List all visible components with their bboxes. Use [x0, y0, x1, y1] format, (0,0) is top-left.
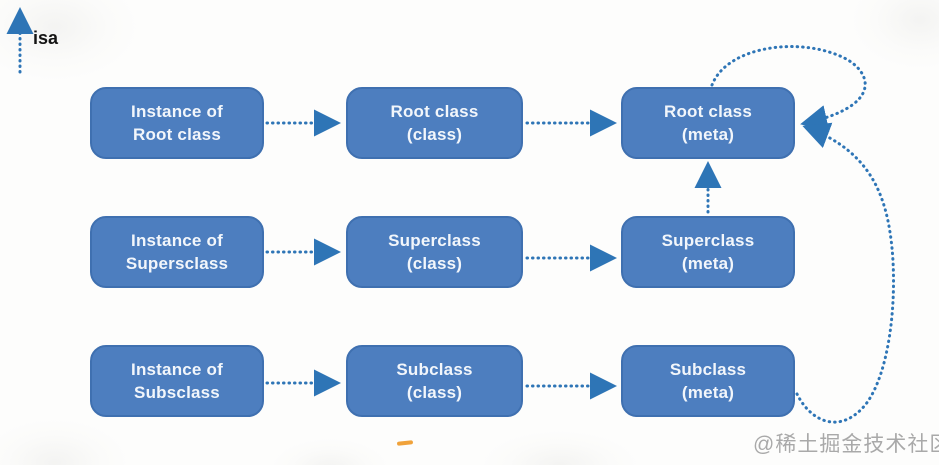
- ghost-watermark-blob: [270, 438, 390, 465]
- node-instance-of-root-class: Instance of Root class: [90, 87, 264, 159]
- node-label-line1: Instance of: [131, 102, 223, 121]
- ghost-watermark-blob: [0, 0, 140, 82]
- node-instance-of-superclass: Instance of Supersclass: [90, 216, 264, 288]
- node-label-line1: Superclass: [661, 231, 755, 250]
- node-label-line2: Root class: [133, 125, 221, 144]
- isa-curve-sub-meta-to-root-meta: [795, 122, 895, 424]
- ghost-watermark-blob: [0, 418, 130, 465]
- ghost-watermark-blob: [850, 0, 939, 70]
- node-label-line1: Subclass: [396, 360, 473, 379]
- node-label-line1: Root class: [664, 102, 752, 121]
- node-label-line1: Subclass: [669, 360, 747, 379]
- node-superclass-meta: Superclass (meta): [621, 216, 795, 288]
- node-label-line1: Instance of: [131, 360, 223, 379]
- node-label-line2: (class): [406, 254, 463, 273]
- node-superclass: Superclass (class): [346, 216, 523, 288]
- orange-artifact: [396, 440, 414, 446]
- node-label-line2: (meta): [681, 383, 735, 402]
- node-instance-of-subclass: Instance of Subsclass: [90, 345, 264, 417]
- node-root-class: Root class (class): [346, 87, 523, 159]
- node-label-line2: Supersclass: [125, 254, 229, 273]
- node-subclass: Subclass (class): [346, 345, 523, 417]
- node-root-meta: Root class (meta): [621, 87, 795, 159]
- isa-legend-label: isa: [33, 28, 59, 48]
- node-label-line2: (class): [406, 125, 463, 144]
- node-label-line1: Superclass: [388, 231, 481, 250]
- node-label-line1: Instance of: [131, 231, 223, 250]
- watermark-text: @稀土掘金技术社区: [753, 433, 939, 456]
- node-label-line1: Root class: [390, 102, 479, 121]
- node-label-line2: (meta): [681, 254, 735, 273]
- node-label-line2: (class): [406, 383, 463, 402]
- node-subclass-meta: Subclass (meta): [621, 345, 795, 417]
- ghost-watermark-blob: [480, 430, 640, 465]
- node-label-line2: Subsclass: [134, 383, 220, 402]
- node-label-line2: (meta): [681, 125, 735, 144]
